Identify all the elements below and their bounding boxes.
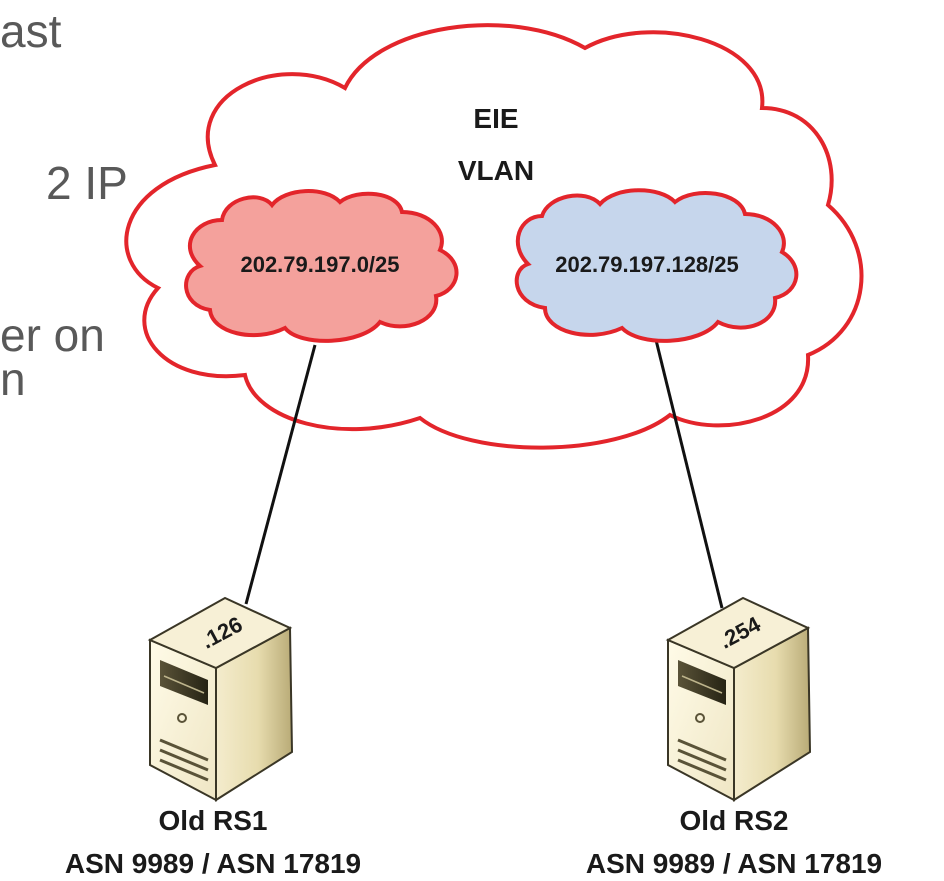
link-rs1 [244, 344, 317, 605]
subnet-cloud-blue: 202.79.197.128/25 [514, 188, 799, 343]
server-rs2: .254 [665, 596, 812, 802]
server-asn-rs2: ASN 9989 / ASN 17819 [586, 848, 882, 879]
slide-text-fragment: er on [0, 309, 105, 361]
server-asn-rs1: ASN 9989 / ASN 17819 [65, 848, 361, 879]
server-rs1: .126 [147, 596, 294, 802]
slide-text-fragment: n [0, 353, 26, 405]
subnet-label-2: 202.79.197.128/25 [555, 252, 739, 277]
vlan-label-line2: VLAN [458, 155, 534, 186]
subnet-label-1: 202.79.197.0/25 [240, 252, 399, 277]
server-name-rs2: Old RS2 [680, 805, 789, 836]
subnet-cloud-red: 202.79.197.0/25 [184, 189, 459, 343]
slide-text-fragment: ast [0, 5, 62, 57]
link-rs2 [654, 339, 724, 609]
slide-text-fragment: 2 IP [46, 157, 128, 209]
server-name-rs1: Old RS1 [159, 805, 268, 836]
vlan-label-line1: EIE [473, 103, 518, 134]
